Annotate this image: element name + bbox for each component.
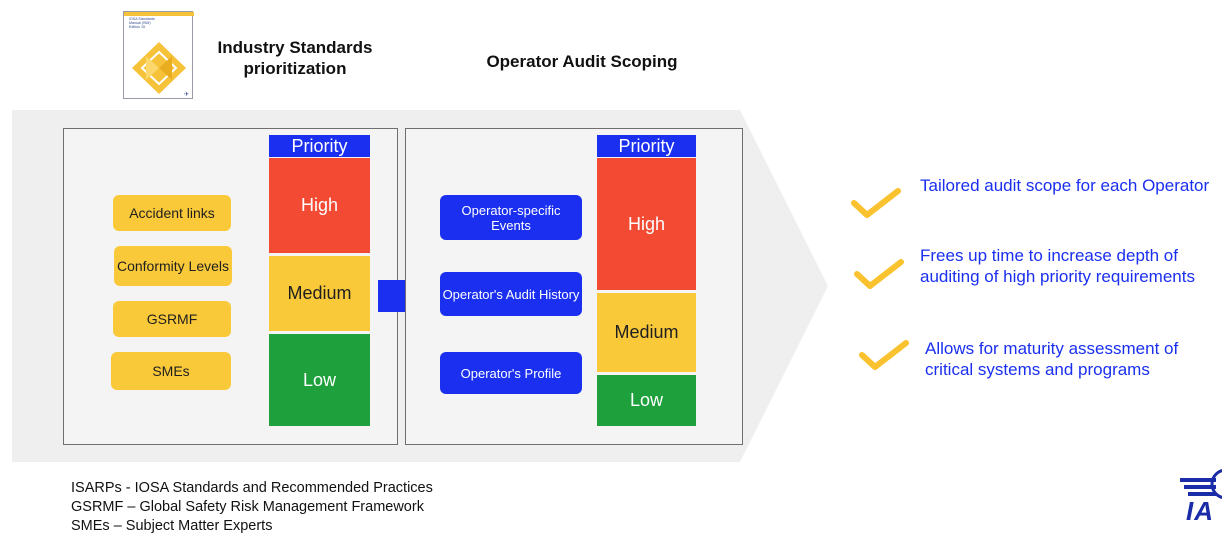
footnotes: ISARPs - IOSA Standards and Recommended … [71,479,631,536]
footnote-isarps: ISARPs - IOSA Standards and Recommended … [71,480,433,496]
input-operator-audit-history: Operator's Audit History [440,272,582,316]
check-icon [854,259,904,289]
benefit-tailored-scope: Tailored audit scope for each Operator [920,176,1210,195]
iata-logo: IA [1176,460,1222,532]
svg-text:✈: ✈ [184,91,189,98]
industry-standards-heading: Industry Standards prioritization [217,38,373,78]
priority-low-right: Low [597,375,696,426]
factor-smes: SMEs [111,352,231,390]
check-icon [859,340,909,370]
factor-conformity-levels: Conformity Levels [114,246,232,286]
footnote-gsrmf: GSRMF – Global Safety Risk Management Fr… [71,499,424,515]
benefit-maturity-assessment: Allows for maturity assessment of critic… [925,339,1179,379]
benefit-frees-time: Frees up time to increase depth of audit… [920,246,1195,286]
footnote-smes: SMEs – Subject Matter Experts [71,518,273,534]
input-operator-profile: Operator's Profile [440,352,582,394]
factor-accident-links: Accident links [113,195,231,231]
priority-medium-right: Medium [597,293,696,372]
operator-audit-heading: Operator Audit Scoping [486,52,678,71]
manual-cover-pattern: ✈ [124,12,194,98]
check-icon [851,188,901,218]
priority-low-left: Low [269,334,370,426]
input-operator-specific-events: Operator-specific Events [440,195,582,240]
globe-icon [1180,469,1222,499]
manual-cover-image: ✈ IOSA Standards Manual (ISM) Edition 15 [123,11,194,99]
manual-cover-title: IOSA Standards Manual (ISM) Edition 15 [129,17,155,29]
priority-header-right: Priority [597,135,696,157]
iata-logo-text: IA [1186,496,1214,526]
priority-high-right: High [597,158,696,290]
priority-medium-left: Medium [269,256,370,331]
factor-gsrmf: GSRMF [113,301,231,337]
priority-header-left: Priority [269,135,370,157]
priority-high-left: High [269,158,370,253]
